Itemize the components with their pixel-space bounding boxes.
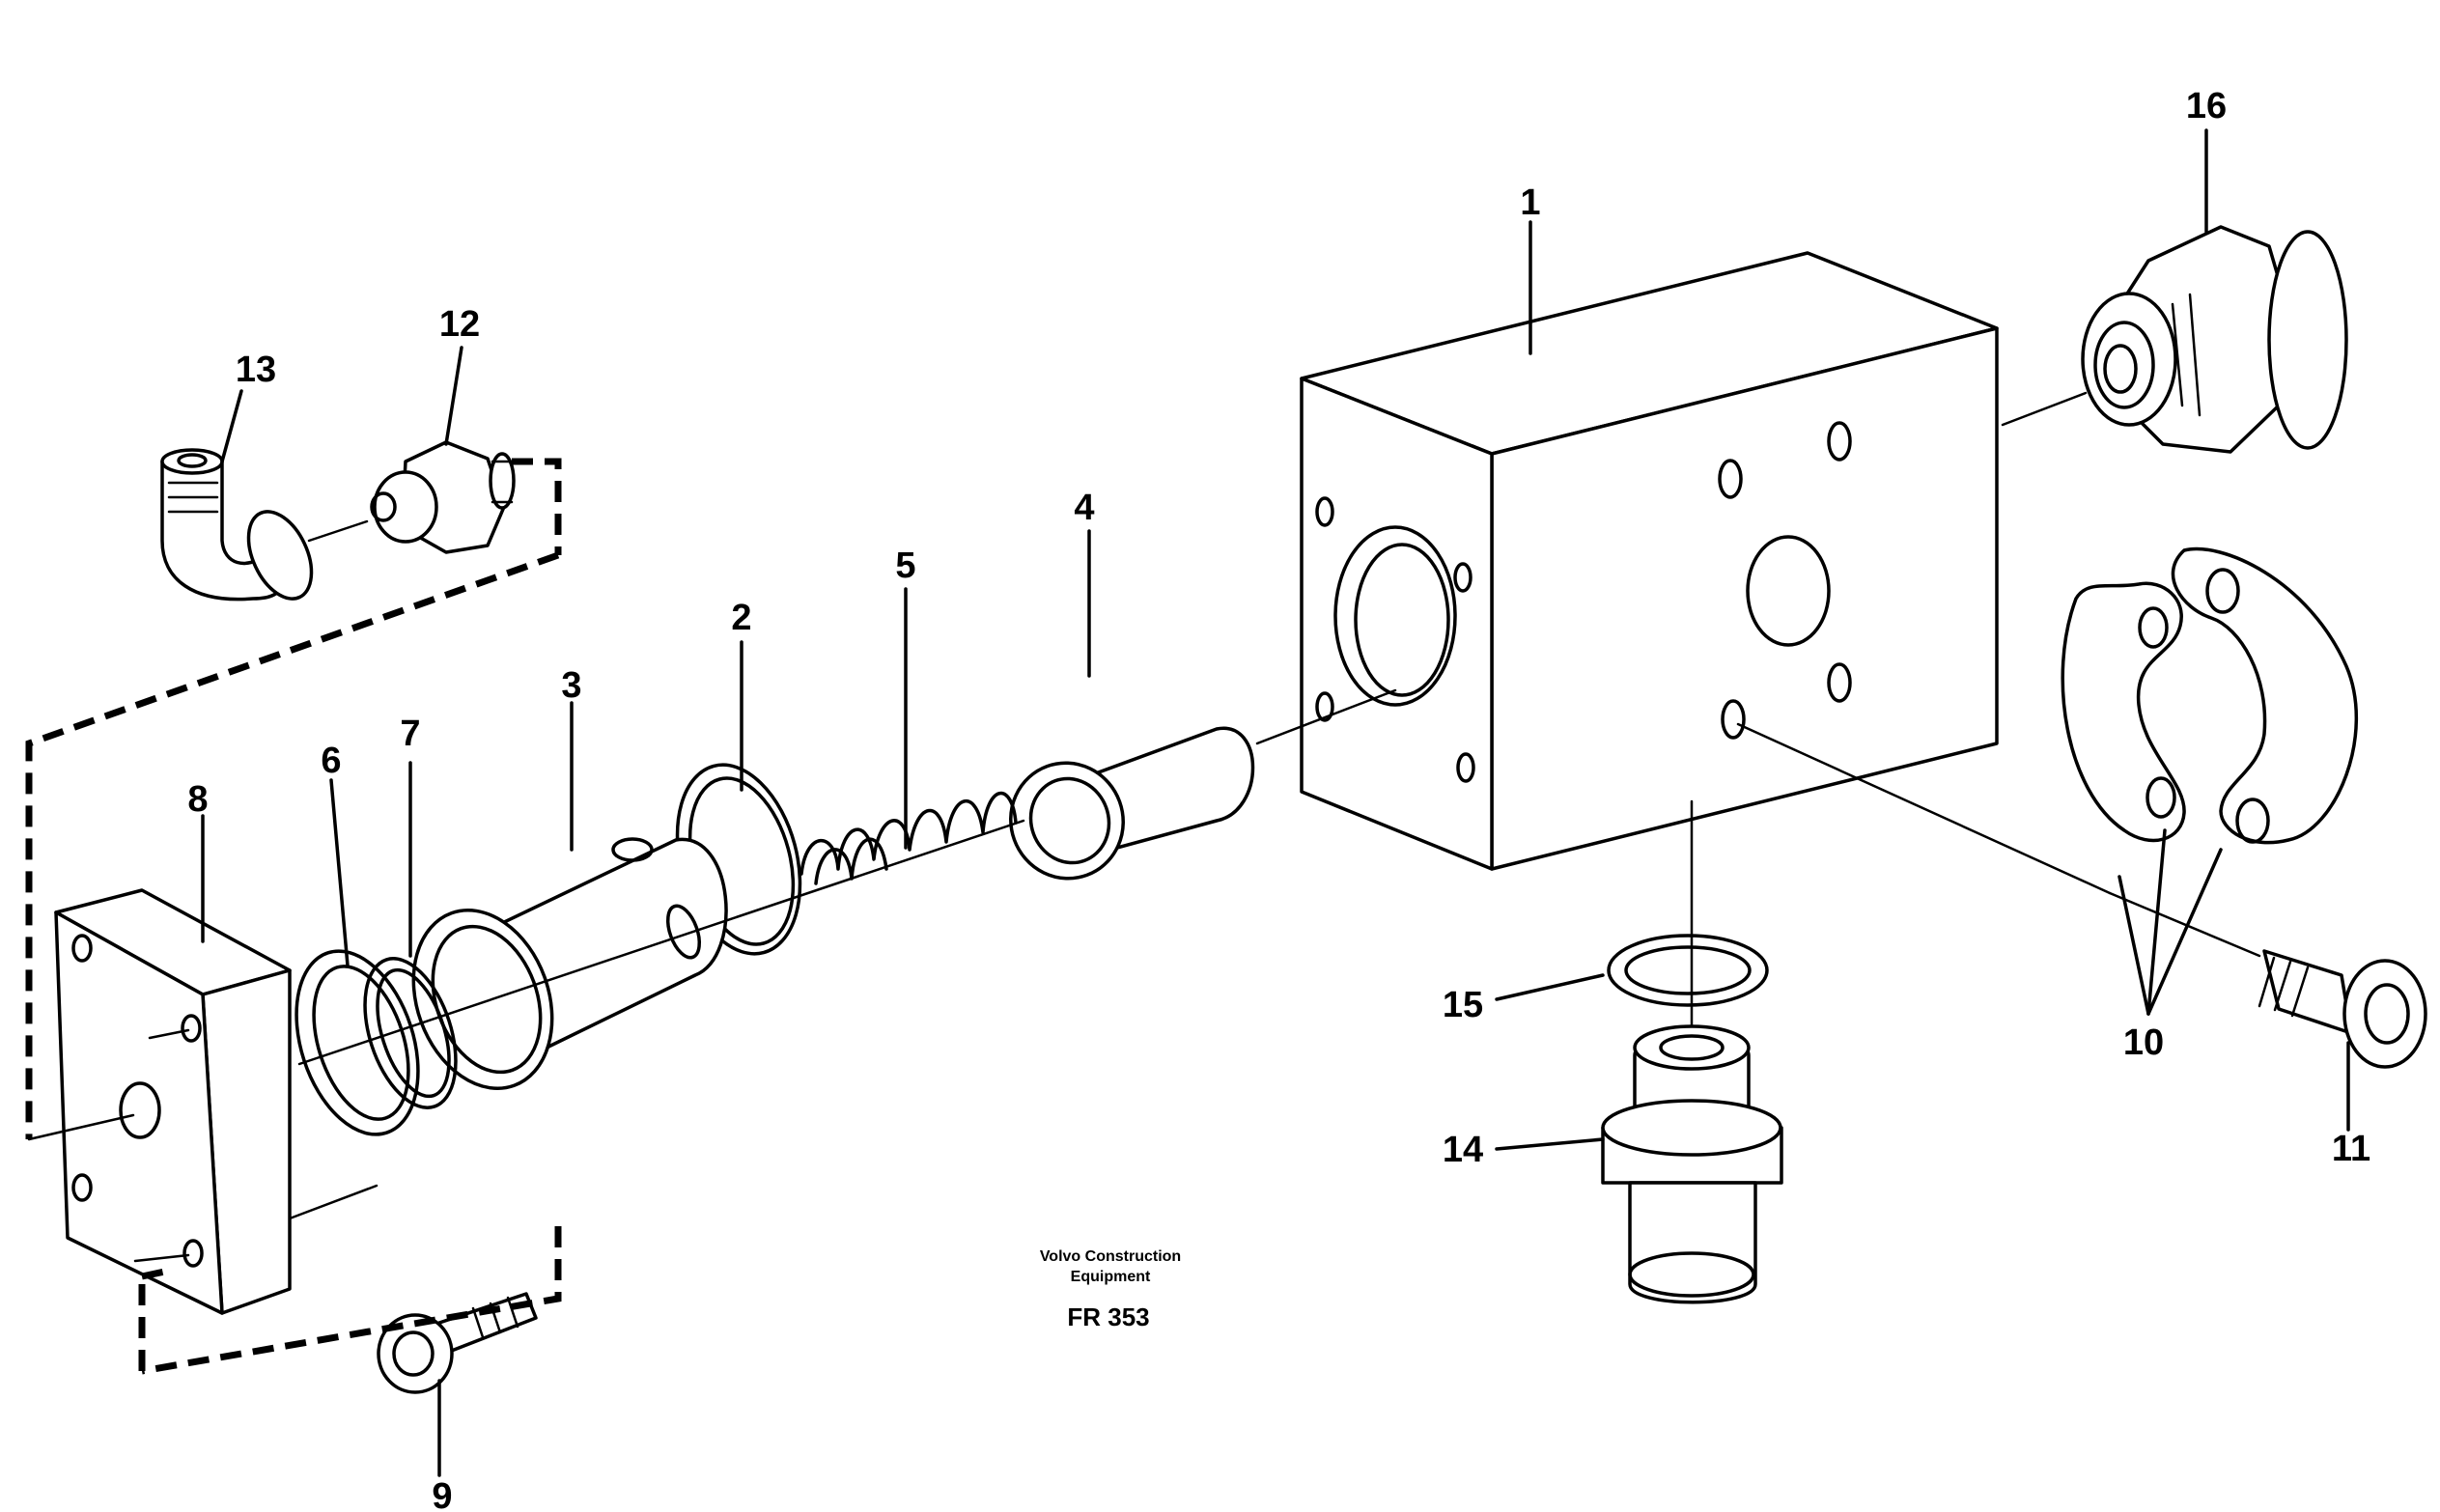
leader-lines <box>201 128 2350 1477</box>
part-4-sleeve[interactable] <box>995 726 1255 894</box>
callout-1: 1 <box>1520 182 1540 223</box>
callout-5: 5 <box>895 546 915 586</box>
callout-16: 16 <box>2186 86 2227 126</box>
part-5-spring[interactable] <box>799 791 1018 885</box>
part-14-union-fitting[interactable] <box>1601 1024 1783 1304</box>
part-9-cap-screw[interactable] <box>377 1292 538 1394</box>
assembly-dashed-outline-lower <box>138 1226 562 1375</box>
callout-labels: 1 2 3 4 5 6 7 8 9 10 11 12 13 14 15 16 <box>187 86 2370 1512</box>
callout-9: 9 <box>432 1476 452 1512</box>
callout-15: 15 <box>1443 985 1483 1025</box>
callout-6: 6 <box>321 741 341 781</box>
callout-8: 8 <box>187 779 208 820</box>
part-10-split-flange[interactable] <box>2061 546 2359 845</box>
callout-10: 10 <box>2123 1022 2164 1063</box>
callout-12: 12 <box>439 304 480 345</box>
part-1-valve-housing[interactable] <box>1300 251 1999 871</box>
callout-2: 2 <box>731 598 751 638</box>
callout-7: 7 <box>400 714 420 754</box>
part-16-adapter-fitting[interactable] <box>2081 225 2348 454</box>
part-7-o-ring[interactable] <box>348 947 472 1119</box>
callout-11: 11 <box>2332 1129 2370 1169</box>
figure-caption: Volvo Construction Equipment FR 353 <box>1040 1248 1181 1331</box>
assembly-dashed-outline-upper <box>25 458 562 1139</box>
part-12-nipple-fitting[interactable] <box>370 440 516 554</box>
part-8-cover-plate[interactable] <box>54 888 292 1315</box>
part-11-cap-screw[interactable] <box>2258 949 2427 1069</box>
caption-figure-code: FR 353 <box>1067 1302 1149 1331</box>
part-13-elbow-fitting[interactable] <box>160 448 324 608</box>
part-3-valve-cylinder[interactable] <box>390 837 728 1108</box>
caption-company-line2: Equipment <box>1071 1269 1151 1285</box>
part-6-gasket[interactable] <box>275 936 440 1150</box>
callout-14: 14 <box>1443 1130 1483 1170</box>
callout-4: 4 <box>1074 488 1094 528</box>
caption-company-line1: Volvo Construction <box>1040 1248 1181 1265</box>
callout-3: 3 <box>561 665 581 706</box>
part-15-sealing-ring[interactable] <box>1607 934 1769 1007</box>
callout-13: 13 <box>236 350 276 390</box>
